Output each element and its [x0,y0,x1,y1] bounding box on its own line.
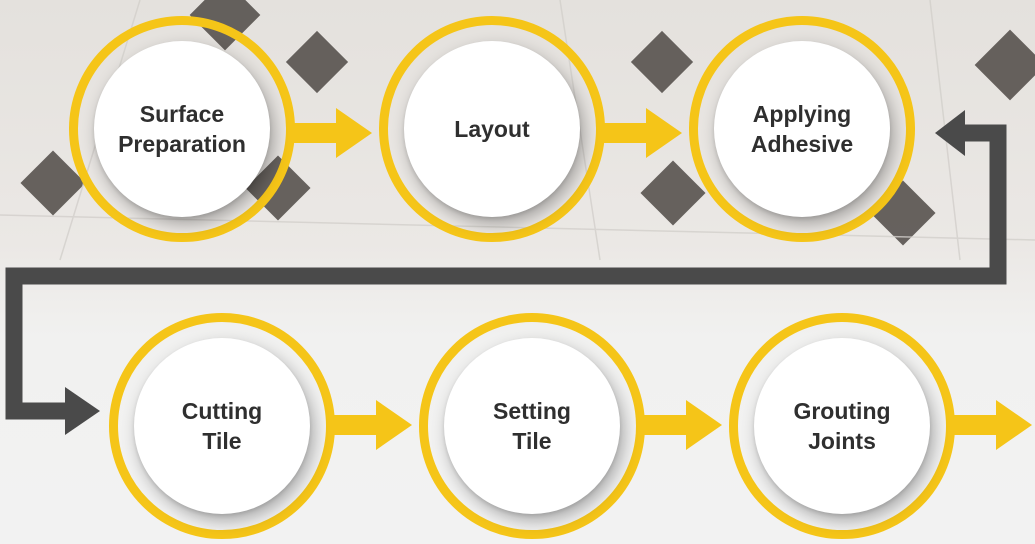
step-label-4: Cutting Tile [181,398,263,454]
step-circle-3: Applying Adhesive [714,41,890,217]
flow-arrow-2 [600,108,682,158]
step-label-1: Surface Preparation [118,101,246,157]
step-ring-3 [689,16,915,242]
flow-arrow-4 [640,400,722,450]
step-circle-4: Cutting Tile [134,338,310,514]
flow-arrow-3 [330,400,412,450]
step-circle-6: Grouting Joints [754,338,930,514]
step-circle-1: Surface Preparation [94,41,270,217]
step-circle-2: Layout [404,41,580,217]
flow-arrow-1 [290,108,372,158]
step-label-2: Layout [454,116,530,142]
flow-arrow-5 [950,400,1032,450]
step-circle-5: Setting Tile [444,338,620,514]
step-label-3: Applying Adhesive [750,101,854,157]
step-label-5: Setting Tile [493,398,571,454]
step-label-6: Grouting Joints [793,398,891,454]
